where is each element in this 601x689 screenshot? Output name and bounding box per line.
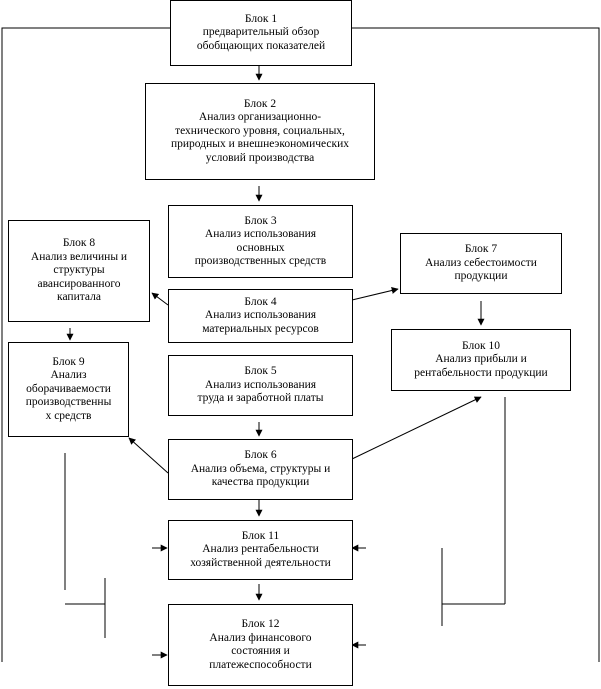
block-text-line: состояния и	[231, 645, 290, 657]
block-text-line: структуры	[53, 264, 105, 277]
block-title: Блок 10	[462, 339, 500, 352]
block-title: Блок 11	[241, 529, 280, 542]
block-text-line: х средств	[45, 409, 92, 422]
block-text-line: производственных средств	[194, 255, 327, 267]
block-text-line: Анализ использования	[204, 378, 317, 391]
block-text-line: Анализ рентабельности	[202, 543, 319, 556]
arrow-b6-b9	[128, 437, 169, 474]
block-title: Блок 3	[244, 214, 277, 227]
block-text-line: основных	[236, 241, 285, 254]
block-text-line: Анализ организационно-	[198, 111, 322, 124]
block-text-line: материальных ресурсов	[202, 322, 319, 335]
block-title: Блок 6	[244, 449, 277, 462]
block-title: Блок 12	[241, 618, 280, 630]
block-text-line: условий производства	[205, 151, 315, 164]
frame-right-line	[350, 27, 600, 662]
block-text-line: технического уровня, социальных,	[175, 124, 345, 137]
block-text-line: Анализ объема, структуры и	[190, 462, 331, 475]
block-text-line: Анализ прибыли и	[435, 353, 527, 366]
left-bracket	[64, 453, 106, 638]
block-title: Блок 4	[244, 295, 277, 308]
block-text-line: продукции	[454, 270, 508, 283]
block-text-line: природных и внешнеэкономических	[171, 138, 349, 151]
block-text-line: Анализ использования	[204, 309, 317, 322]
block-text-line: Анализ использования	[204, 228, 317, 240]
block-title: Блок 8	[62, 237, 96, 250]
block-title: Блок 7	[464, 243, 498, 256]
block-text-line: Анализ себестоимости	[425, 256, 537, 269]
block-text-line: авансированного	[37, 277, 121, 290]
block-text-line: оборачиваемости	[26, 382, 111, 395]
block-text-line: Анализ финансового	[209, 631, 312, 644]
frame-left-line	[1, 27, 170, 662]
arrow-b4-b7	[351, 287, 399, 301]
block-text-line: производственны	[25, 396, 112, 409]
block-title: Блок 2	[243, 97, 277, 110]
right-bracket	[441, 397, 506, 626]
block-text-line: Анализ величины и	[30, 250, 128, 263]
block-text-line: хозяйственной деятельности	[190, 556, 331, 569]
block-title: Блок 1	[244, 12, 278, 25]
block-text-line: труда и заработной платы	[197, 392, 324, 405]
block-text-line: рентабельности продукции	[414, 366, 548, 379]
block-text-line: предварительный обзор	[202, 26, 320, 39]
block-title: Блок 5	[244, 365, 277, 378]
block-text-line: капитала	[57, 291, 101, 304]
block-text-line: платежеспособности	[209, 658, 312, 671]
block-text-line: обобщающих показателей	[196, 39, 326, 52]
block-title: Блок 9	[52, 355, 85, 368]
block-text-line: Анализ	[50, 369, 87, 382]
arrow-b6-b10	[351, 396, 482, 460]
arrow-b4-b8	[151, 292, 169, 306]
block-text-line: качества продукции	[211, 476, 310, 489]
